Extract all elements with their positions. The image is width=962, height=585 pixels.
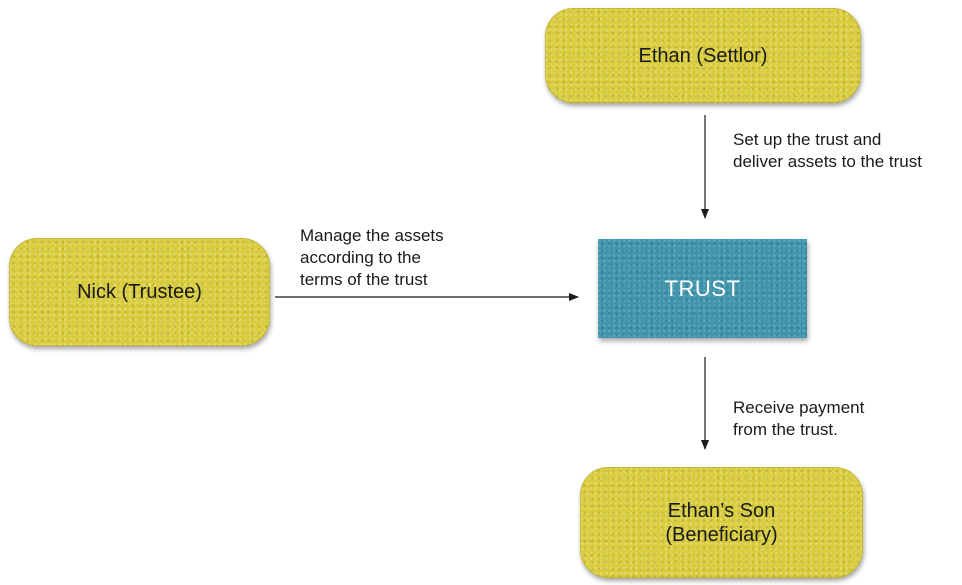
trust-to-beneficiary-label-line-1: Receive payment: [733, 398, 865, 417]
trustee-to-trust-label-line-1: Manage the assets: [300, 226, 444, 245]
trustee-label: Nick (Trustee): [77, 281, 202, 303]
settlor-label: Ethan (Settlor): [638, 44, 768, 67]
trust-label: TRUST: [664, 275, 741, 301]
settlor-to-trust-label-line-2: deliver assets to the trust: [733, 152, 922, 171]
beneficiary-label-line-2: (Beneficiary): [665, 523, 778, 546]
trust-to-beneficiary-label: Receive payment from the trust.: [733, 397, 864, 441]
settlor-to-trust-label-line-1: Set up the trust and: [733, 130, 882, 149]
trustee-node: Nick (Trustee): [9, 238, 270, 346]
beneficiary-label-line-1: Ethan’s Son: [667, 499, 776, 522]
trust-node: TRUST: [598, 239, 807, 338]
trustee-to-trust-label-line-3: terms of the trust: [300, 270, 428, 289]
settlor-to-trust-label: Set up the trust and deliver assets to t…: [733, 129, 922, 173]
settlor-node: Ethan (Settlor): [545, 8, 861, 103]
trustee-to-trust-label-line-2: according to the: [300, 248, 421, 267]
beneficiary-node: Ethan’s Son (Beneficiary): [580, 467, 863, 578]
trustee-to-trust-label: Manage the assets according to the terms…: [300, 225, 444, 291]
trust-to-beneficiary-label-line-2: from the trust.: [733, 420, 838, 439]
